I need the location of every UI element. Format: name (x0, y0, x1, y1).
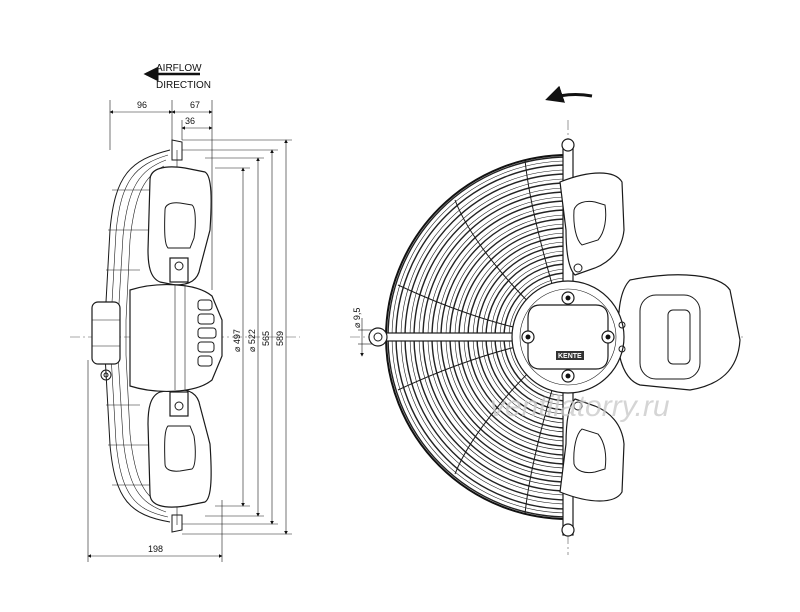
dim-589: 589 (275, 331, 285, 346)
dim-565: 565 (261, 331, 271, 346)
dim-497: ⌀ 497 (232, 329, 242, 352)
airflow-text-line2: DIRECTION (156, 80, 211, 91)
dim-36: 36 (185, 116, 195, 126)
front-view: KENTE ⌀ 9,5 (350, 85, 745, 555)
airflow-label: AIRFLOW DIRECTION (143, 63, 211, 91)
dim-96: 96 (137, 100, 147, 110)
front-blade-right-window-outer (639, 294, 701, 380)
dim-522: ⌀ 522 (247, 329, 257, 352)
front-blade-right (617, 274, 741, 391)
side-motor-fins (197, 299, 217, 367)
dim-198: 198 (148, 544, 163, 554)
front-terminal-box (527, 304, 609, 370)
side-terminal-box (91, 301, 121, 365)
airflow-text-line1: AIRFLOW (156, 63, 202, 74)
front-logo-text: KENTE (558, 353, 582, 360)
side-blade-top (147, 166, 212, 286)
front-blade-bottom-window (573, 428, 607, 474)
front-blade-bottom (559, 398, 625, 502)
front-hub-bolts (521, 263, 626, 411)
side-mount-bottom (171, 514, 183, 533)
dim-67: 67 (190, 100, 200, 110)
side-clamp-bottom (169, 391, 189, 417)
front-mount-hole (368, 327, 388, 347)
front-blade-top-window (573, 200, 607, 246)
side-view: 96 67 36 198 ⌀ 497 ⌀ 522 565 589 (70, 100, 300, 562)
side-blade-bottom-window (164, 425, 196, 472)
rotation-arrow-icon (545, 85, 593, 103)
side-blade-top-window (164, 202, 196, 249)
side-mount-top (171, 139, 183, 161)
front-blade-top (559, 172, 625, 276)
front-mount-bar (377, 332, 519, 342)
side-motor-body (129, 284, 223, 392)
side-blade-bottom (147, 388, 212, 508)
front-logo-plate (556, 351, 584, 360)
side-dimensions (87, 100, 292, 562)
front-blade-right-window-inner (667, 309, 691, 365)
front-rail-bottom-hole (561, 523, 575, 537)
side-cable-gland (100, 369, 112, 381)
dim-9-5: ⌀ 9,5 (352, 308, 362, 328)
watermark-text: ventilatorry.ru (490, 390, 670, 423)
front-rail-top-hole (561, 138, 575, 152)
